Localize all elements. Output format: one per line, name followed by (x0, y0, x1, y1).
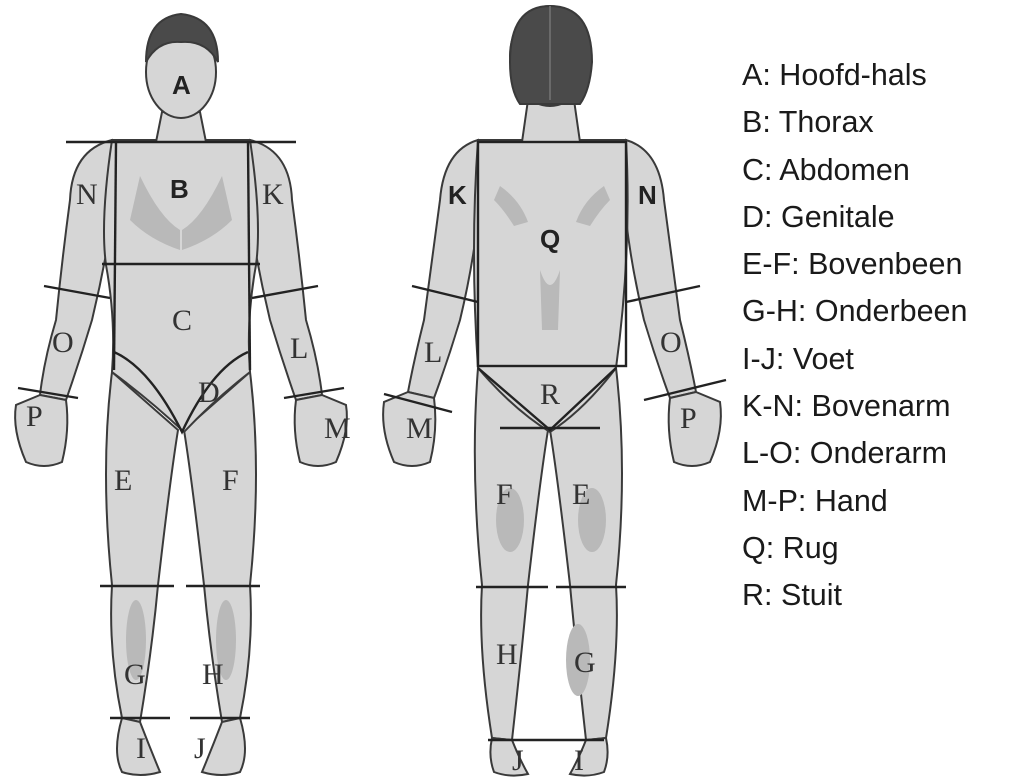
front-label-l: L (290, 332, 308, 365)
back-label-r: R (540, 378, 560, 411)
back-label-h: H (496, 638, 518, 671)
back-label-n: N (638, 180, 657, 210)
back-label-o: O (660, 326, 682, 359)
front-label-d: D (198, 376, 220, 409)
front-left-foot (202, 718, 245, 775)
region-legend: A: Hoofd-hals B: Thorax C: Abdomen D: Ge… (742, 52, 967, 620)
front-label-j: J (194, 732, 206, 765)
legend-item-a: A: Hoofd-hals (742, 52, 967, 99)
legend-item-c: C: Abdomen (742, 147, 967, 194)
back-left-arm (626, 140, 696, 398)
legend-item-q: Q: Rug (742, 525, 967, 572)
front-left-arm (250, 140, 322, 400)
back-label-j: J (512, 744, 524, 777)
back-label-m: M (406, 412, 433, 445)
front-label-i: I (136, 732, 146, 765)
back-label-f: F (496, 478, 513, 511)
legend-item-b: B: Thorax (742, 99, 967, 146)
back-label-k: K (448, 180, 467, 210)
legend-item-ij: I-J: Voet (742, 336, 967, 383)
front-label-p: P (26, 400, 43, 433)
front-label-g: G (124, 658, 146, 691)
legend-item-r: R: Stuit (742, 572, 967, 619)
front-label-f: F (222, 464, 239, 497)
legend-item-kn: K-N: Bovenarm (742, 383, 967, 430)
front-label-k: K (262, 178, 284, 211)
back-label-i: I (574, 744, 584, 777)
back-right-arm (408, 140, 478, 398)
front-label-m: M (324, 412, 351, 445)
front-label-n: N (76, 178, 98, 211)
legend-item-ef: E-F: Bovenbeen (742, 241, 967, 288)
back-label-q: Q (540, 224, 560, 254)
front-figure (15, 26, 347, 775)
front-label-a: A (172, 70, 191, 100)
front-label-h: H (202, 658, 224, 691)
front-label-e: E (114, 464, 132, 497)
back-label-e: E (572, 478, 590, 511)
front-label-c: C (172, 304, 192, 337)
back-label-g: G (574, 646, 596, 679)
front-label-b: B (170, 174, 189, 204)
legend-item-gh: G-H: Onderbeen (742, 288, 967, 335)
legend-item-d: D: Genitale (742, 194, 967, 241)
back-label-l: L (424, 336, 442, 369)
back-label-p: P (680, 402, 697, 435)
front-label-o: O (52, 326, 74, 359)
legend-item-mp: M-P: Hand (742, 478, 967, 525)
legend-item-lo: L-O: Onderarm (742, 430, 967, 477)
